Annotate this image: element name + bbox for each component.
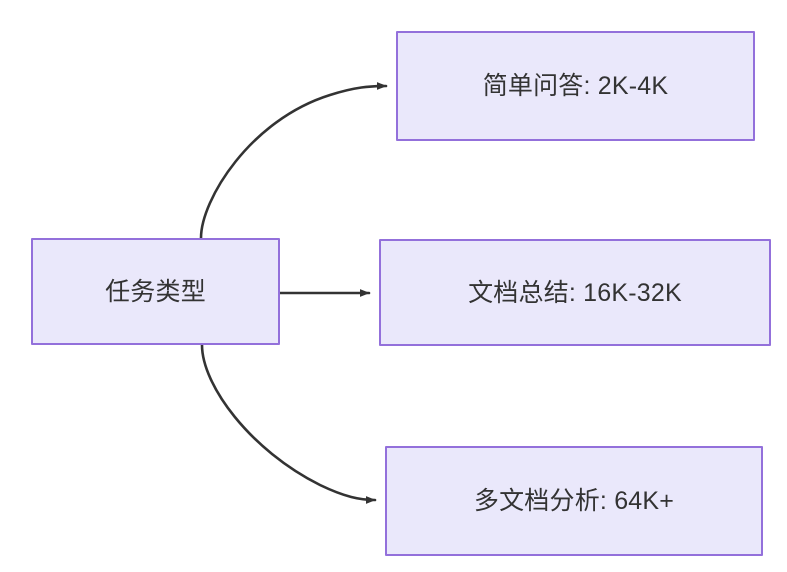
- node-task-type[interactable]: 任务类型: [31, 238, 280, 345]
- node-multi-doc[interactable]: 多文档分析: 64K+: [385, 446, 763, 556]
- edge-root-to-simple-qa: [199, 82, 388, 240]
- node-simple-qa-label: 简单问答: 2K-4K: [482, 72, 669, 100]
- node-multi-doc-label: 多文档分析: 64K+: [473, 487, 675, 515]
- node-task-type-label: 任务类型: [105, 277, 206, 306]
- edge-root-to-multi-doc: [200, 343, 377, 504]
- node-doc-summary-label: 文档总结: 16K-32K: [468, 278, 682, 307]
- node-doc-summary[interactable]: 文档总结: 16K-32K: [379, 239, 771, 346]
- node-simple-qa[interactable]: 简单问答: 2K-4K: [396, 31, 755, 141]
